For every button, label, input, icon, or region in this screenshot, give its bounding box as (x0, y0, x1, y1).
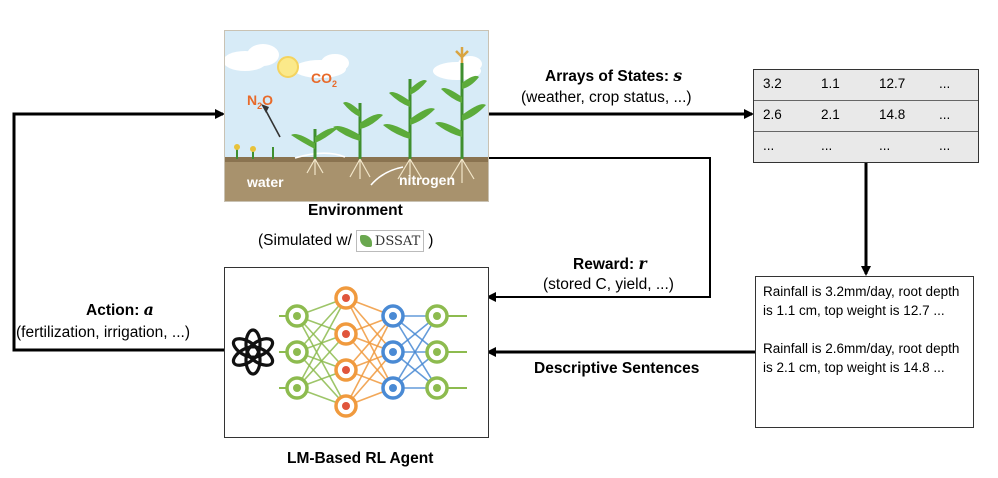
environment-simulator-note: (Simulated w/DSSAT) (258, 230, 433, 252)
table-cell: 3.2 (763, 76, 782, 91)
nn-node-dot (433, 384, 441, 392)
reward-arrow (486, 157, 711, 302)
action-edge-subtitle: (fertilization, irrigation, ...) (16, 324, 190, 341)
action-edge-label: Action: a (86, 300, 154, 320)
table-cell: 2.6 (763, 107, 782, 122)
simulated-prefix: (Simulated w/ (258, 232, 352, 250)
table-row: 2.6 2.1 14.8 ... (754, 101, 978, 132)
action-arrow (12, 109, 225, 352)
states-label: Arrays of States: (545, 68, 670, 85)
dssat-leaf-icon (359, 235, 372, 247)
nn-node-dot (389, 348, 397, 356)
table-cell: ... (821, 138, 833, 153)
states-edge-label: Arrays of States: s (545, 66, 682, 86)
nn-node-dot (433, 348, 441, 356)
nn-node-dot (342, 366, 350, 374)
agent-graphic (231, 286, 467, 418)
nn-node-dot (389, 312, 397, 320)
action-symbol: a (143, 300, 154, 319)
states-table: 3.2 1.1 12.7 ... 2.6 2.1 14.8 ... ... ..… (753, 69, 979, 163)
nitrogen-label: nitrogen (399, 172, 455, 188)
simulated-suffix: ) (428, 232, 434, 250)
agent-title: LM-Based RL Agent (287, 450, 434, 467)
table-cell: 1.1 (821, 76, 840, 91)
descriptive-sentences-label: Descriptive Sentences (534, 360, 700, 377)
nn-node-dot (293, 348, 301, 356)
nn-node-dot (342, 294, 350, 302)
reward-edge-subtitle: (stored C, yield, ...) (543, 276, 674, 293)
table-cell: 12.7 (879, 76, 906, 91)
reward-edge-label: Reward: r (573, 254, 647, 274)
nn-node-dot (433, 312, 441, 320)
nn-node-dot (293, 384, 301, 392)
nn-node-dot (389, 384, 397, 392)
water-label: water (246, 174, 284, 190)
nn-edge (296, 297, 347, 353)
table-cell: ... (939, 138, 951, 153)
table-cell: ... (939, 107, 951, 122)
dssat-logo-text: DSSAT (374, 233, 421, 249)
nn-node-dot (293, 312, 301, 320)
states-symbol: s (673, 66, 683, 85)
environment-title: Environment (308, 202, 403, 219)
reward-symbol: r (638, 254, 647, 273)
sentence-paragraph: Rainfall is 2.6mm/day, root depth is 2.1… (763, 341, 960, 375)
states-edge-subtitle: (weather, crop status, ...) (521, 89, 692, 106)
action-label: Action: (86, 302, 140, 319)
n2o-label: N2O (247, 92, 273, 111)
table-row: ... ... ... ... (754, 132, 978, 162)
table-cell: 2.1 (821, 107, 840, 122)
cloud-icon (225, 44, 482, 80)
agent-box (224, 267, 489, 438)
table-cell: ... (879, 138, 891, 153)
nn-edge (345, 315, 394, 371)
co2-label: CO2 (311, 70, 337, 89)
table-cell: 14.8 (879, 107, 906, 122)
table-cell: ... (763, 138, 775, 153)
openai-knot-icon (231, 328, 275, 376)
reward-label: Reward: (573, 256, 635, 273)
nn-node-dot (342, 330, 350, 338)
nn-edge (392, 315, 438, 389)
nn-edge (345, 351, 394, 407)
table-cell: ... (939, 76, 951, 91)
nn-edge (296, 297, 347, 389)
environment-illustration: N2O CO2 water nitrogen (224, 30, 489, 202)
dssat-logo: DSSAT (355, 230, 425, 252)
table-row: 3.2 1.1 12.7 ... (754, 70, 978, 101)
nn-node-dot (342, 402, 350, 410)
nn-edge (345, 315, 394, 407)
nn-edge (296, 333, 347, 389)
sentence-paragraph: Rainfall is 3.2mm/day, root depth is 1.1… (763, 284, 960, 318)
descriptive-sentences-box: Rainfall is 3.2mm/day, root depth is 1.1… (755, 276, 974, 428)
sun-icon (277, 56, 299, 78)
